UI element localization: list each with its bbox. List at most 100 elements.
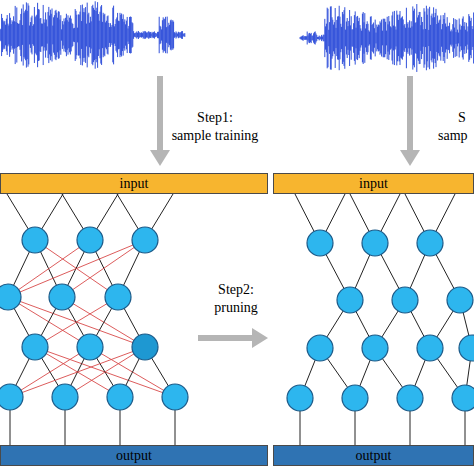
waveform-sample [131, 17, 132, 53]
neuron-circle [287, 385, 313, 411]
waveform-sample [451, 30, 452, 47]
waveform-sample [394, 11, 395, 65]
waveform-sample [66, 14, 67, 56]
waveform-sample [327, 8, 328, 69]
band-label: output [116, 449, 152, 463]
waveform-sample [176, 33, 177, 38]
waveform-sample [68, 15, 69, 54]
output-band: output [0, 445, 268, 466]
waveform-sample [152, 33, 153, 37]
waveform-sample [412, 6, 413, 69]
waveform-sample [18, 24, 19, 46]
waveform-sample [10, 18, 11, 52]
waveform-sample [43, 5, 44, 65]
waveform-sample [9, 13, 10, 57]
waveform-sample [316, 35, 317, 41]
waveform-sample [387, 17, 388, 59]
waveform-sample [344, 7, 345, 69]
waveform-sample [65, 18, 66, 52]
waveform-sample [150, 32, 151, 38]
waveform-sample [176, 31, 177, 38]
waveform-sample [123, 14, 124, 55]
waveform-sample [309, 33, 310, 43]
waveform-sample [115, 24, 116, 46]
output-band: output [273, 445, 474, 466]
waveform-sample [155, 33, 156, 37]
waveform-sample [144, 31, 145, 39]
waveform-sample [320, 36, 321, 39]
waveform-sample [428, 9, 429, 68]
waveform-sample [13, 16, 14, 53]
waveform-sample [111, 27, 112, 44]
neuron-circle [362, 230, 388, 256]
waveform-sample [360, 25, 361, 51]
waveform-sample [378, 25, 379, 52]
waveform-sample [101, 5, 102, 65]
waveform-sample [103, 13, 104, 57]
waveform-sample [347, 18, 348, 58]
waveform-sample [168, 23, 169, 47]
waveform-sample [323, 35, 324, 42]
input-band: input [0, 173, 268, 194]
waveform-sample [364, 13, 365, 63]
waveform-sample [99, 21, 100, 50]
waveform-sample [89, 23, 90, 48]
waveform-sample [133, 31, 134, 39]
neuron-circle [307, 335, 333, 361]
waveform-sample [373, 23, 374, 54]
waveform-sample [95, 1, 96, 68]
waveform-sample [110, 23, 111, 47]
waveform-sample [108, 23, 109, 47]
waveform-sample [390, 26, 391, 49]
waveform-sample [76, 11, 77, 59]
waveform-sample [104, 15, 105, 55]
waveform-sample [383, 19, 384, 58]
waveform-sample [371, 16, 372, 60]
waveform-sample [359, 18, 360, 58]
step-arrow [400, 76, 420, 166]
waveform-sample [389, 21, 390, 54]
waveform-sample [139, 32, 140, 37]
waveform-sample [456, 20, 457, 56]
waveform-sample [55, 11, 56, 59]
neuron-circle [107, 384, 133, 410]
neuron-link [65, 347, 145, 397]
waveform-sample [443, 15, 444, 61]
waveform-sample [463, 16, 464, 59]
waveform-sample [3, 21, 4, 50]
waveform-sample [92, 5, 93, 65]
waveform-sample [402, 16, 403, 59]
neuron-circle [52, 384, 78, 410]
waveform-sample [163, 17, 164, 52]
waveform-sample [301, 36, 302, 39]
waveform-sample [72, 24, 73, 46]
waveform-sample [356, 17, 357, 60]
waveform-sample [119, 21, 120, 49]
waveform-sample [471, 18, 472, 58]
waveform-sample [67, 20, 68, 50]
waveform-sample [445, 23, 446, 52]
waveform-sample [433, 7, 434, 68]
waveform-sample [62, 21, 63, 49]
neuron-link [35, 297, 118, 347]
waveform-sample [304, 37, 305, 40]
waveform-sample [91, 21, 92, 48]
waveform-sample [319, 36, 320, 41]
waveform-sample [300, 37, 301, 39]
step-arrow [150, 76, 170, 166]
waveform-sample [72, 23, 73, 47]
waveform-sample [182, 31, 183, 39]
waveform-sample [414, 9, 415, 68]
neuron-circle [0, 284, 21, 310]
waveform-sample [384, 19, 385, 57]
waveform-sample [469, 16, 470, 60]
waveform-sample [85, 7, 86, 63]
waveform-sample [117, 13, 118, 57]
waveform-sample [53, 17, 54, 52]
waveform-sample [178, 32, 179, 38]
waveform-sample [56, 10, 57, 60]
step-label: pruning [214, 301, 258, 315]
waveform-sample [300, 37, 301, 40]
waveform-sample [46, 19, 47, 50]
